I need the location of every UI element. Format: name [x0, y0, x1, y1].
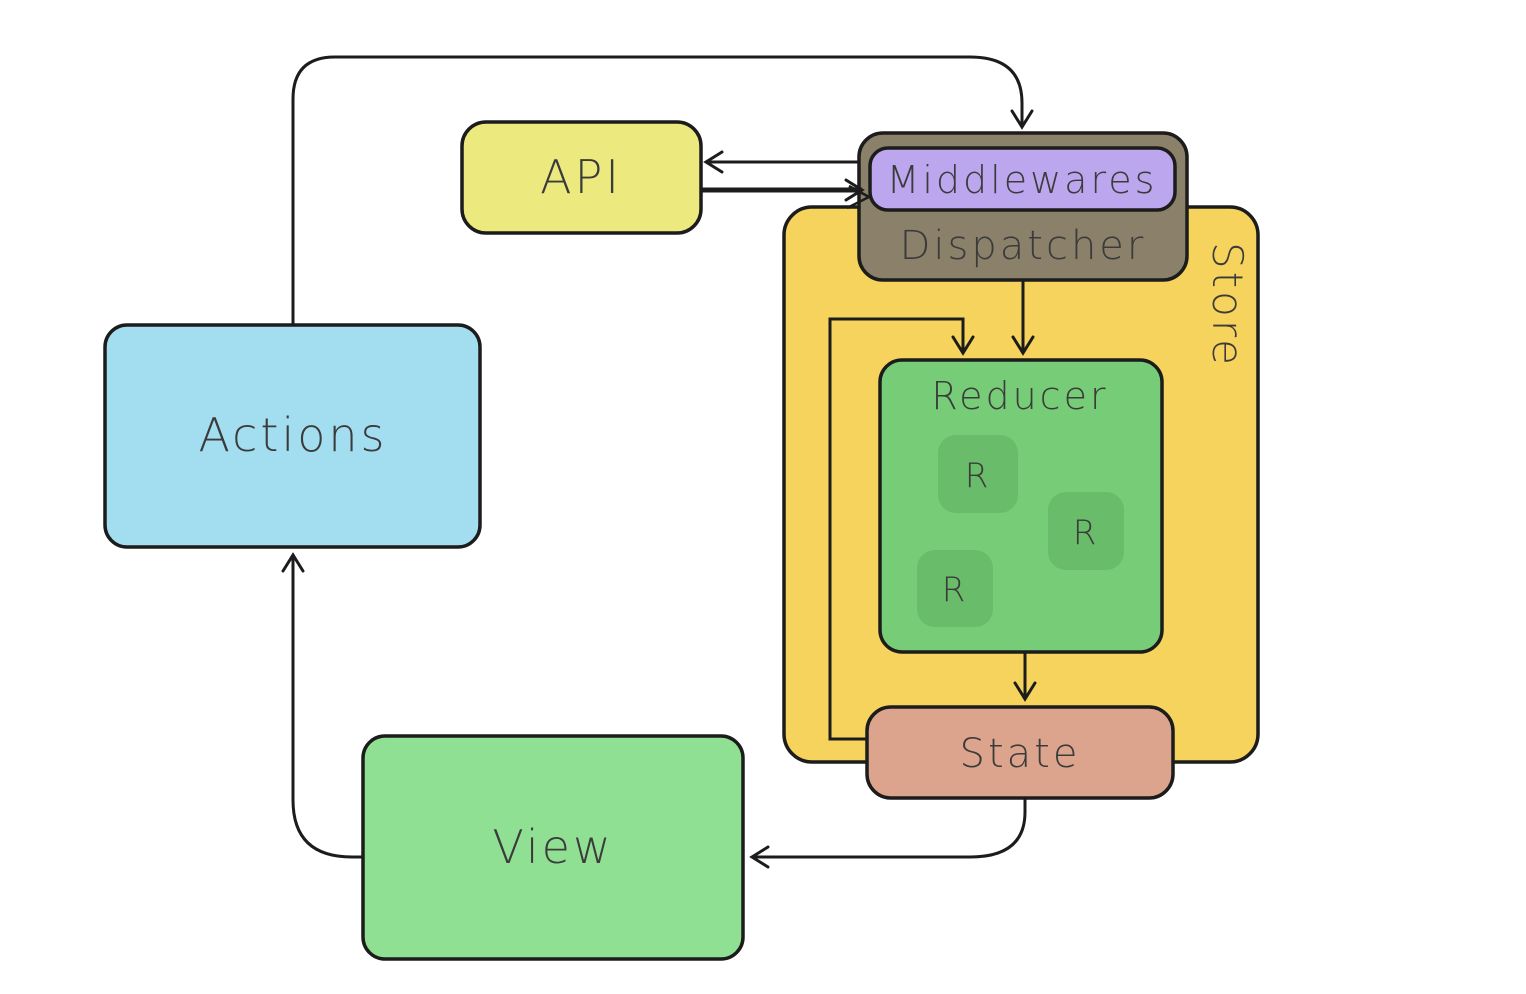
dispatcher-label: Dispatcher	[900, 223, 1147, 269]
actions-label: Actions	[198, 408, 387, 462]
api-label: API	[540, 150, 622, 204]
edge-state-to-view	[749, 798, 1027, 869]
api-node	[460, 120, 703, 235]
reducer-r2-node	[1048, 492, 1124, 570]
state-node	[865, 705, 1175, 800]
reducer-r3-node	[917, 550, 993, 627]
edge-state-to-reducer	[828, 317, 975, 741]
view-node	[361, 734, 745, 961]
state-label: State	[960, 731, 1081, 777]
reducer-label: Reducer	[931, 374, 1108, 418]
labels-layer: Actions API Middlewares Dispatcher Store…	[198, 150, 1252, 874]
reducer-r1-label: R	[965, 456, 992, 496]
edges-layer	[281, 55, 1037, 869]
reducer-r3-label: R	[942, 570, 969, 610]
reducer-r1-node	[938, 435, 1018, 513]
middlewares-node	[868, 146, 1177, 212]
secondary-arrowhead-icon	[846, 184, 872, 210]
middlewares-label: Middlewares	[887, 158, 1158, 202]
store-label: Store	[1203, 242, 1252, 368]
edge-view-to-actions	[281, 552, 363, 859]
edge-actions-to-middlewares	[291, 55, 1034, 325]
reducer-r2-label: R	[1073, 513, 1100, 553]
actions-node	[103, 323, 482, 549]
view-label: View	[492, 820, 613, 874]
